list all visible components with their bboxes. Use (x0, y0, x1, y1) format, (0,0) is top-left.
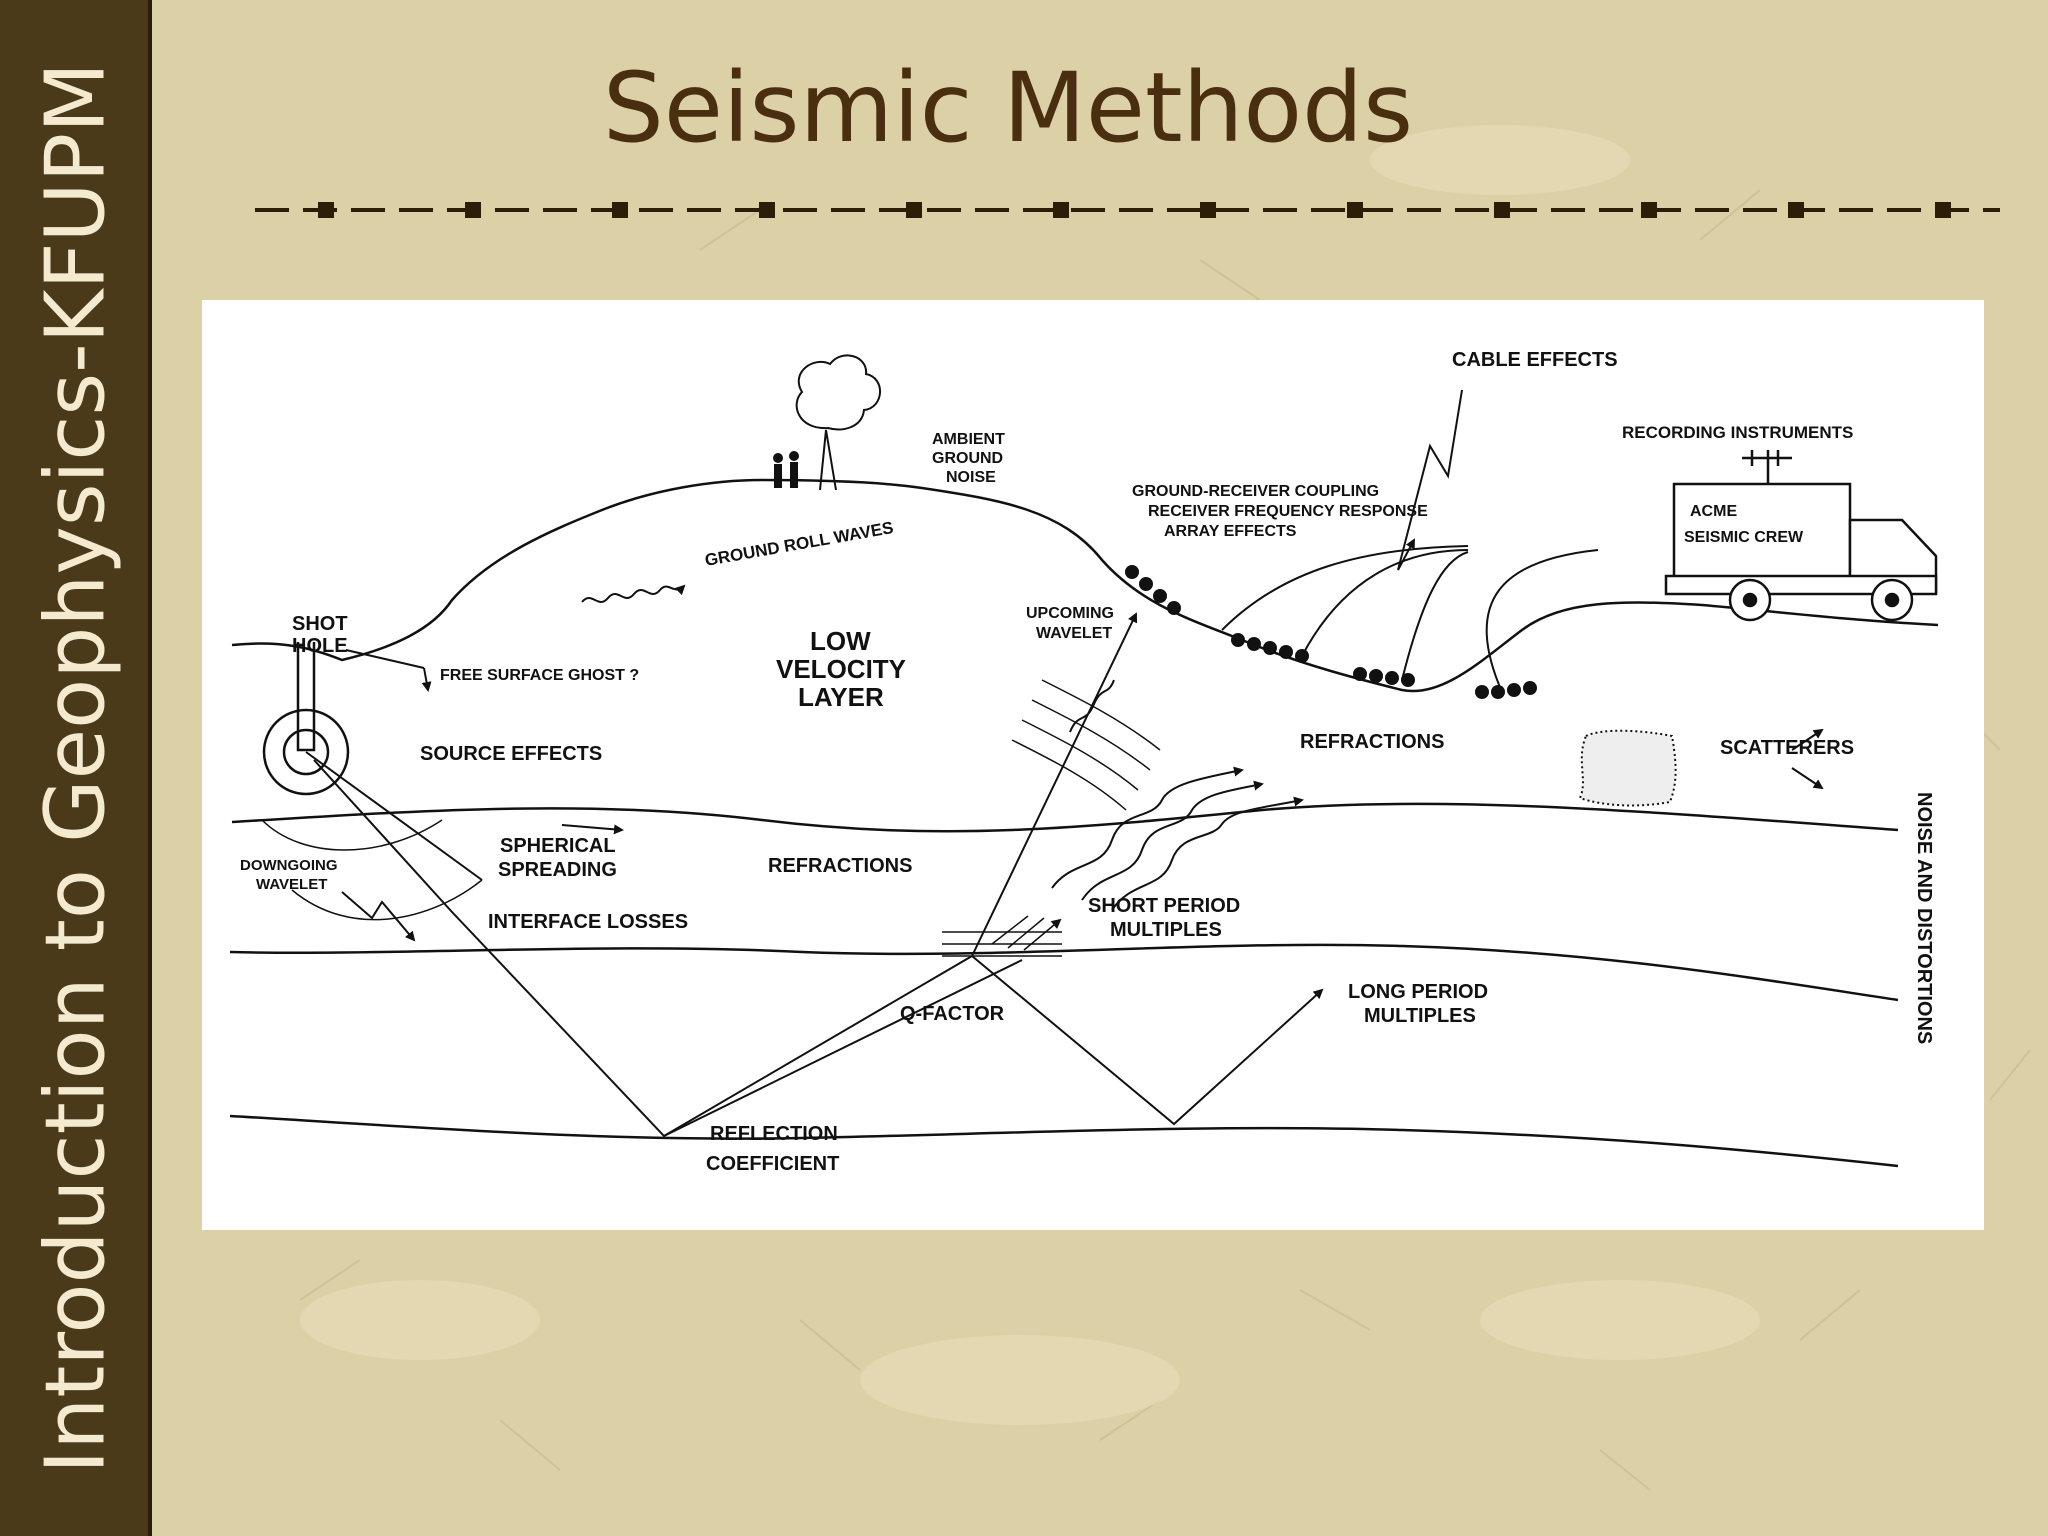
people-icon (773, 451, 799, 488)
label-upcoming-1: UPCOMING (1026, 605, 1114, 622)
label-lvl-1: LOW (810, 626, 871, 656)
label-reflection-1: REFLECTION (710, 1123, 838, 1145)
label-long-period-1: LONG PERIOD (1348, 981, 1488, 1003)
scatterer-body (1578, 729, 1677, 807)
label-lvl-3: LAYER (798, 682, 884, 712)
ray-paths (305, 584, 1824, 1138)
label-source-effects: SOURCE EFFECTS (420, 743, 602, 765)
recording-truck (1664, 450, 1938, 622)
label-q-factor: Q-FACTOR (900, 1003, 1005, 1025)
label-ambient-2: GROUND (932, 450, 1003, 467)
label-upcoming-2: WAVELET (1036, 625, 1112, 642)
sidebar-course-title: Introduction to Geophysics-KFUPM (28, 62, 124, 1474)
label-coupling-1: GROUND-RECEIVER COUPLING (1132, 483, 1379, 500)
label-lvl-2: VELOCITY (776, 654, 906, 684)
wavefronts (261, 679, 1161, 957)
label-downgoing-1: DOWNGOING (240, 857, 338, 874)
label-refractions-lower: REFRACTIONS (768, 855, 912, 877)
label-truck-2: SEISMIC CREW (1684, 529, 1804, 546)
label-ground-roll: GROUND ROLL WAVES (703, 518, 895, 570)
slide-title: Seismic Methods (602, 52, 1414, 164)
ground-surface (231, 478, 1939, 693)
label-coupling-2: RECEIVER FREQUENCY RESPONSE (1148, 503, 1428, 520)
label-truck-1: ACME (1690, 503, 1737, 520)
label-noise-distortions: NOISE AND DISTORTIONS (1913, 792, 1935, 1044)
label-spherical-2: SPREADING (498, 859, 617, 881)
sidebar: Introduction to Geophysics-KFUPM (0, 0, 152, 1536)
receiver-cables (1221, 389, 1599, 693)
seismic-noise-diagram: CABLE EFFECTS RECORDING INSTRUMENTS AMBI… (202, 300, 1984, 1230)
label-ambient-3: NOISE (946, 469, 996, 486)
label-reflection-2: COEFFICIENT (706, 1153, 839, 1175)
label-long-period-2: MULTIPLES (1364, 1005, 1476, 1027)
hill-tree (795, 354, 881, 491)
label-short-period-1: SHORT PERIOD (1088, 895, 1240, 917)
subsurface-layers (229, 802, 1899, 1168)
label-scatterers: SCATTERERS (1720, 737, 1854, 759)
shot-hole (262, 642, 350, 796)
receiver-geophones (1125, 565, 1537, 699)
label-coupling-3: ARRAY EFFECTS (1164, 523, 1297, 540)
label-shot-1: SHOT (292, 613, 348, 635)
label-shot-2: HOLE (292, 635, 348, 657)
label-recording-instruments: RECORDING INSTRUMENTS (1622, 423, 1853, 442)
label-interface-losses: INTERFACE LOSSES (488, 911, 688, 933)
label-refractions-upper: REFRACTIONS (1300, 731, 1444, 753)
label-free-surface: FREE SURFACE GHOST ? (440, 667, 639, 684)
title-divider (255, 202, 2000, 218)
label-downgoing-2: WAVELET (256, 876, 327, 893)
label-spherical-1: SPHERICAL (500, 835, 616, 857)
label-ambient-1: AMBIENT (932, 431, 1005, 448)
label-short-period-2: MULTIPLES (1110, 919, 1222, 941)
label-cable-effects: CABLE EFFECTS (1452, 349, 1618, 371)
